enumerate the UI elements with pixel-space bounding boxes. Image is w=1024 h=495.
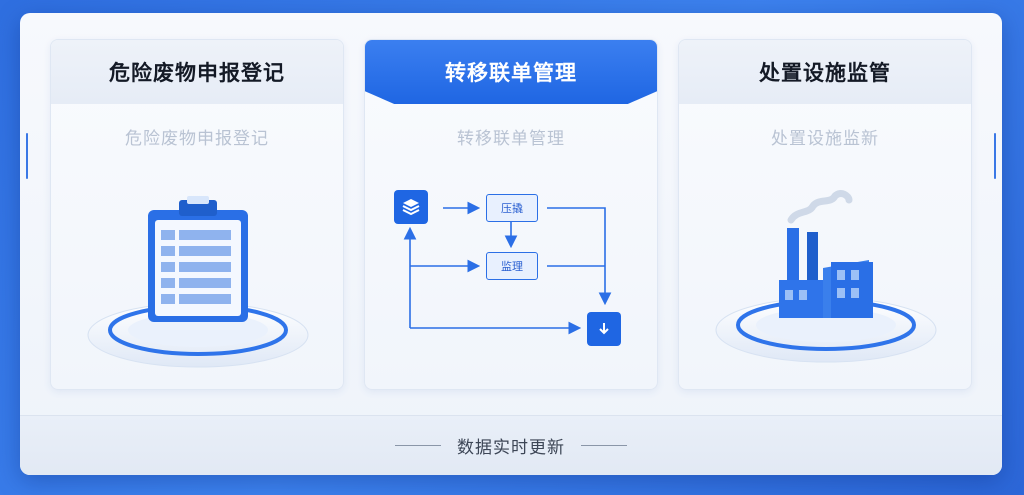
card-hazardous-waste-registration[interactable]: 危险废物申报登记 危险废物申报登记	[50, 39, 344, 390]
footer-bar: 数据实时更新	[20, 415, 1002, 475]
card-subtitle: 转移联单管理	[457, 129, 565, 149]
footer-divider-right	[581, 445, 627, 446]
footer-divider-left	[395, 445, 441, 446]
card-title: 转移联单管理	[365, 40, 657, 104]
card-disposal-facility-supervision[interactable]: 处置设施监管 处置设施监新	[678, 39, 972, 390]
left-edge-marker	[26, 133, 28, 179]
card-title: 处置设施监管	[679, 40, 971, 104]
dashboard-panel: 危险废物申报登记 危险废物申报登记 转移联	[20, 13, 1002, 475]
clipboard-icon	[87, 196, 309, 368]
flow-node-mid[interactable]: 监理	[486, 252, 538, 280]
stack-layers-icon	[394, 190, 428, 224]
footer-status-text: 数据实时更新	[457, 438, 565, 458]
factory-icon	[715, 190, 937, 363]
flow-diagram: 压撬 监理	[365, 40, 657, 389]
down-arrow-badge-icon	[587, 312, 621, 346]
card-transfer-manifest[interactable]: 转移联单管理 转移联单管理	[364, 39, 658, 390]
card-subtitle: 处置设施监新	[771, 129, 879, 149]
flow-arrows	[403, 201, 612, 335]
flow-node-top[interactable]: 压撬	[486, 194, 538, 222]
right-edge-marker	[994, 133, 996, 179]
card-title: 危险废物申报登记	[51, 40, 343, 104]
card-subtitle: 危险废物申报登记	[125, 129, 269, 149]
